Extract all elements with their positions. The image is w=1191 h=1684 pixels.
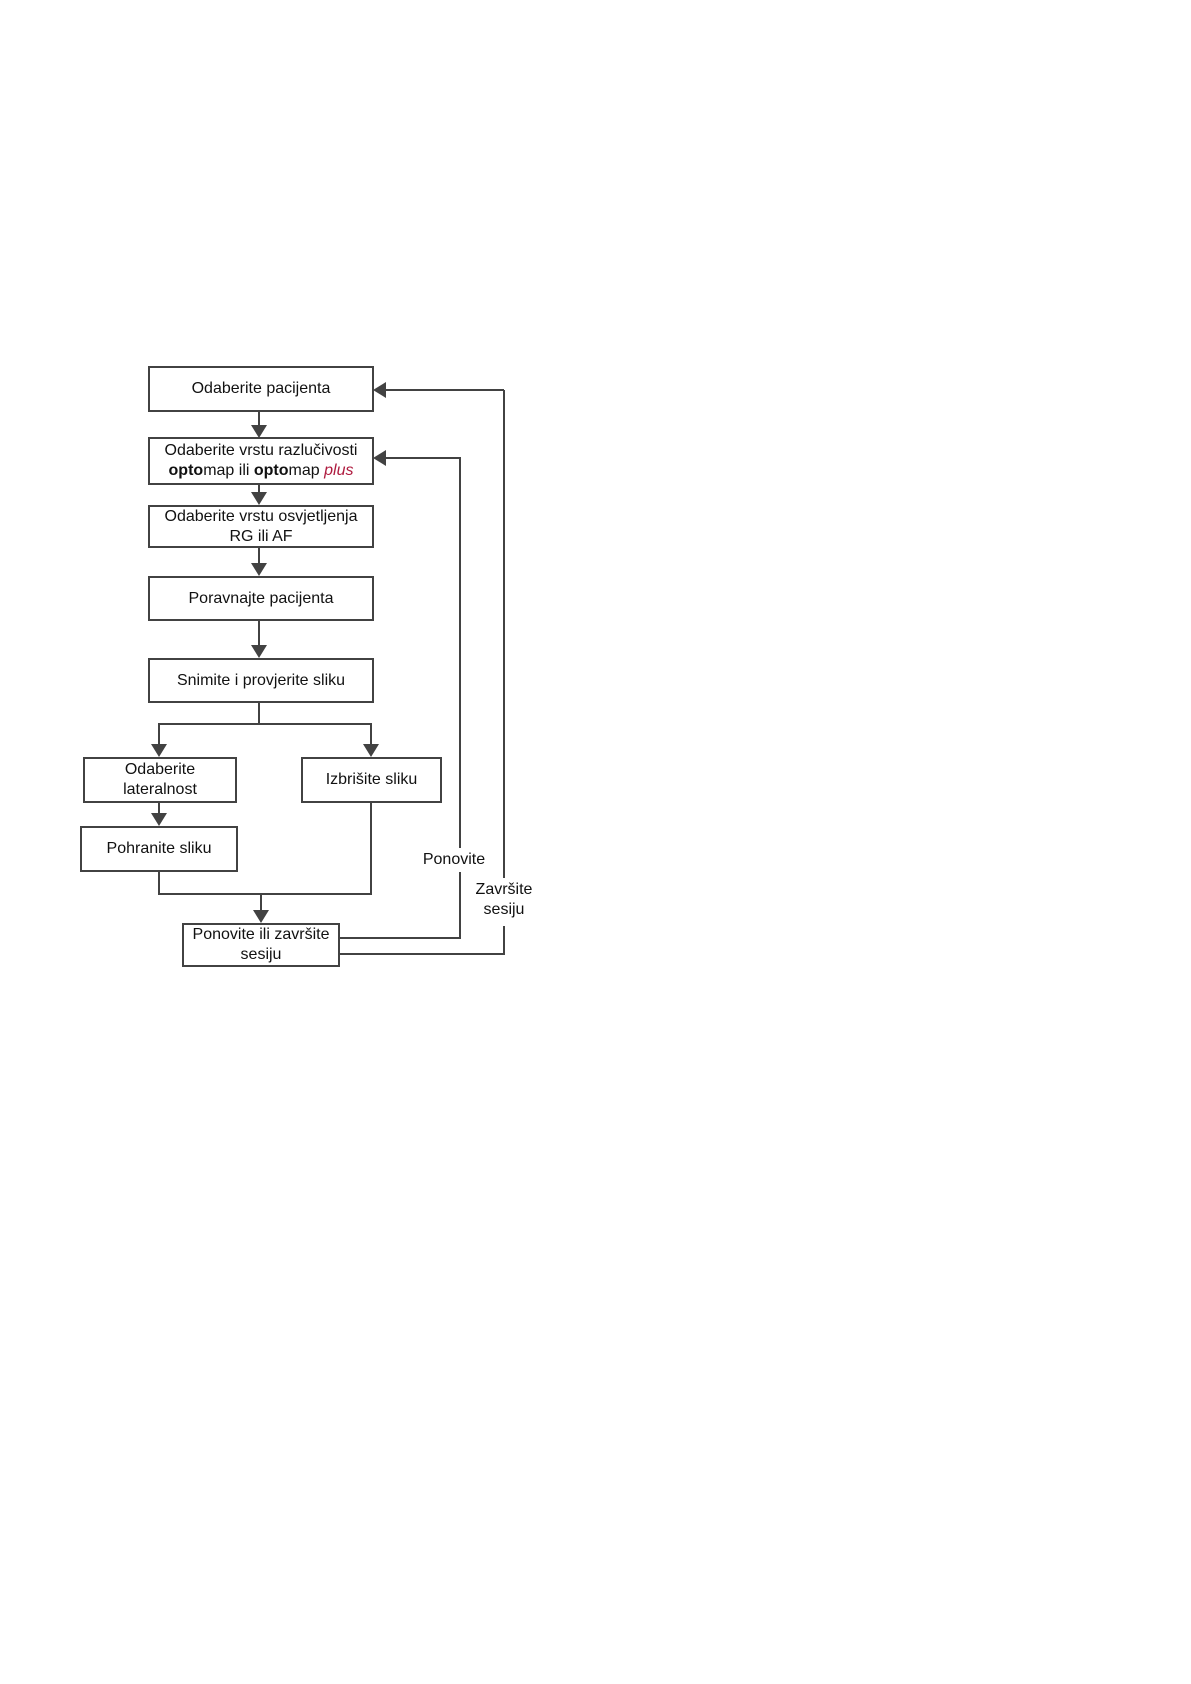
node-capture-verify: Snimite i provjerite sliku <box>148 658 374 703</box>
node-select-laterality-line1: Odaberite <box>124 761 196 778</box>
node-repeat-or-end: Ponovite ili završite sesiju <box>182 923 340 967</box>
connector-repeat-bottom <box>340 937 461 939</box>
connector-merge-to-repeat-end <box>260 895 262 911</box>
node-save-image-label: Pohranite sliku <box>106 840 212 857</box>
node-align-patient: Poravnajte pacijenta <box>148 576 374 621</box>
arrow-down-icon <box>151 813 167 826</box>
connector-branch-to-delete <box>370 723 372 745</box>
arrow-down-icon <box>251 492 267 505</box>
connector-save-merge-stub <box>158 872 160 895</box>
arrow-down-icon <box>251 563 267 576</box>
arrow-left-icon <box>373 450 386 466</box>
node-delete-image-label: Izbrišite sliku <box>325 771 418 788</box>
node-select-patient-label: Odaberite pacijenta <box>191 380 331 397</box>
connector-laterality-to-save <box>158 803 160 814</box>
connector-capture-branch-stub <box>258 703 260 725</box>
edge-label-repeat: Ponovite <box>414 848 494 872</box>
connector-align-to-capture <box>258 621 260 646</box>
connector-end-vertical-upper <box>503 390 505 878</box>
node-align-patient-label: Poravnajte pacijenta <box>188 589 334 607</box>
node-capture-verify-label: Snimite i provjerite sliku <box>176 671 346 689</box>
edge-label-end-session-line2: sesiju <box>483 901 525 918</box>
arrow-down-icon <box>363 744 379 757</box>
connector-end-bottom <box>340 953 505 955</box>
edge-label-end-session: Završite sesiju <box>464 878 544 922</box>
node-delete-image: Izbrišite sliku <box>301 757 442 803</box>
node-repeat-or-end-line1: Ponovite ili završite <box>192 926 330 943</box>
connector-branch-horizontal <box>158 723 372 725</box>
node-select-illumination-line2: RG ili AF <box>229 527 293 545</box>
arrow-down-icon <box>253 910 269 923</box>
arrow-down-icon <box>151 744 167 757</box>
arrow-down-icon <box>251 645 267 658</box>
connector-merge-horizontal <box>158 893 372 895</box>
edge-label-end-session-line1: Završite <box>475 881 533 898</box>
node-save-image: Pohranite sliku <box>80 826 238 872</box>
node-select-laterality-line2: lateralnost <box>123 781 197 798</box>
node-select-resolution: Odaberite vrstu razlučivosti optomap ili… <box>148 437 374 485</box>
connector-repeat-vertical-lower <box>459 872 461 939</box>
connector-patient-to-resolution <box>258 412 260 426</box>
node-select-laterality: Odaberite lateralnost <box>83 757 237 803</box>
optomap-regular-segment: map <box>288 462 325 479</box>
connector-end-top <box>386 389 504 391</box>
connector-repeat-vertical-upper <box>459 458 461 848</box>
optomap-regular-segment: map ili <box>203 462 254 479</box>
arrow-down-icon <box>251 425 267 438</box>
connector-illumination-to-align <box>258 548 260 564</box>
connector-resolution-to-illumination <box>258 485 260 493</box>
node-select-resolution-line1: Odaberite vrstu razlučivosti <box>164 442 358 459</box>
optomap-bold-segment: opto <box>168 462 204 479</box>
optomap-plus-segment: plus <box>324 462 354 479</box>
node-select-illumination-line1: Odaberite vrstu osvjetljenja <box>164 507 358 525</box>
connector-end-vertical-lower <box>503 926 505 955</box>
arrow-left-icon <box>373 382 386 398</box>
node-select-patient: Odaberite pacijenta <box>148 366 374 412</box>
node-repeat-or-end-line2: sesiju <box>240 946 282 963</box>
optomap-bold-segment: opto <box>253 462 289 479</box>
connector-repeat-top <box>386 457 461 459</box>
connector-branch-to-laterality <box>158 723 160 745</box>
connector-delete-merge-stub <box>370 803 372 895</box>
node-select-illumination: Odaberite vrstu osvjetljenja RG ili AF <box>148 505 374 548</box>
node-select-resolution-line2: optomap ili optomap plus <box>169 461 354 481</box>
